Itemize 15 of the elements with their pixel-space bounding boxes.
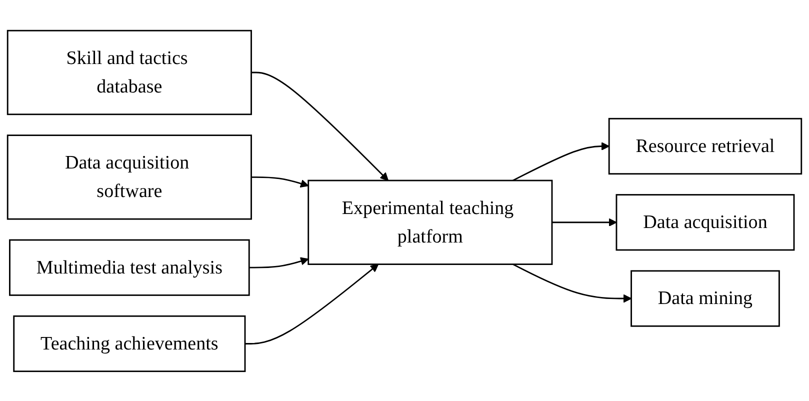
node-box: Experimental teaching platform <box>308 179 553 264</box>
node-box: Data mining <box>630 270 780 326</box>
arrow <box>245 263 379 344</box>
node-box: Skill and tactics database <box>6 29 252 115</box>
node-box: Resource retrieval <box>608 117 802 174</box>
arrow <box>552 218 617 226</box>
arrow <box>512 263 632 302</box>
node-box: Multimedia test analysis <box>9 238 250 296</box>
arrow <box>249 256 309 268</box>
arrow <box>251 176 309 188</box>
node-box: Data acquisition <box>616 194 795 250</box>
arrow <box>512 142 610 181</box>
node-box: Teaching achievements <box>13 314 246 372</box>
node-box: Data acquisition software <box>6 134 252 220</box>
arrow <box>251 71 389 180</box>
